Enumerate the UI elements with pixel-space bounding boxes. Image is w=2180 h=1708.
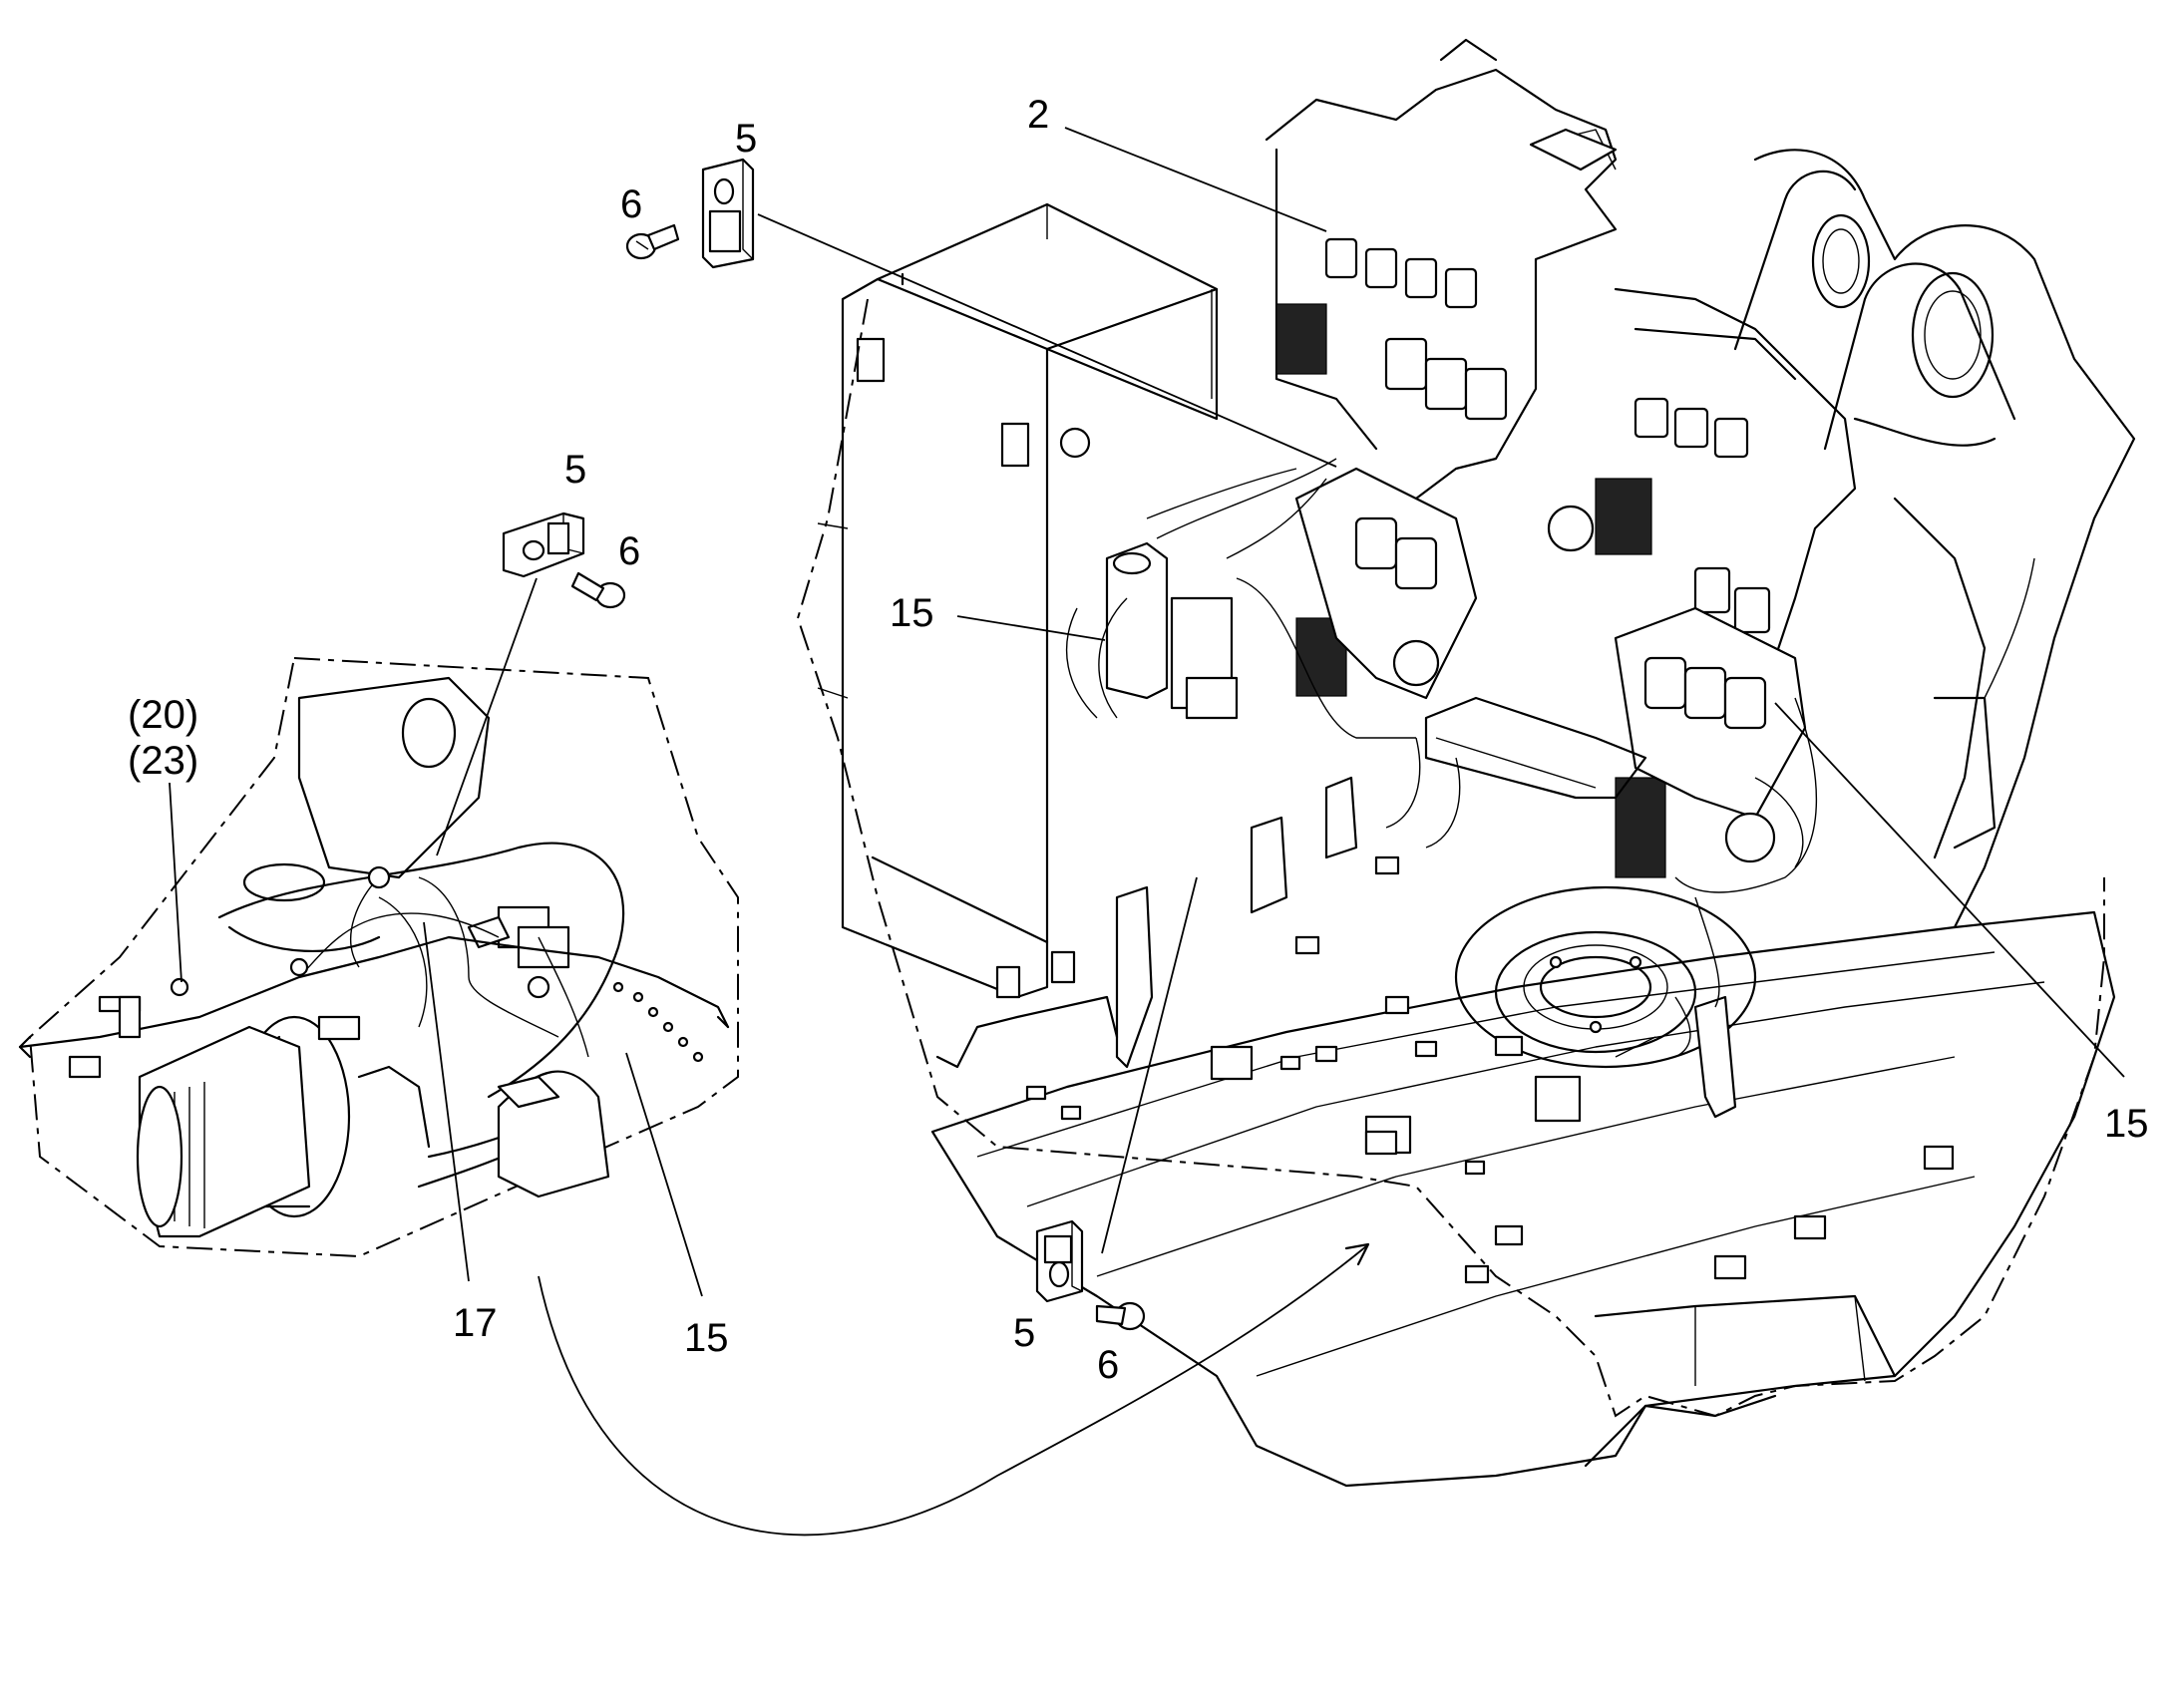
floor-blocks: [1025, 855, 1955, 1284]
callout-5-mid: 5: [564, 448, 586, 492]
leader-5-top: [757, 213, 1337, 468]
part-5-clip-mid: [502, 512, 585, 578]
part-6-screw-mid: [570, 571, 626, 609]
detail-assembly: [18, 676, 730, 1238]
machine-frame: [930, 149, 2136, 1488]
leader-15-detail: [625, 1052, 703, 1297]
detail-boundary-left: [28, 656, 739, 1258]
part-6-screw-bottom: [1095, 1301, 1146, 1331]
leader-17: [423, 921, 470, 1282]
transfer-arrow: [538, 1245, 1367, 1537]
leader-20-23: [169, 782, 182, 983]
callout-5-bottom: 5: [1013, 1311, 1035, 1355]
callout-15-left: 15: [890, 591, 934, 635]
part-5-clip-bottom: [1035, 1219, 1084, 1303]
callout-20: (20): [128, 693, 198, 737]
part-6-screw-top: [625, 223, 680, 260]
leader-5-bottom: [1101, 876, 1198, 1254]
leader-5-mid: [436, 577, 538, 856]
wiring-assembly: [1065, 458, 1818, 1058]
leader-15-left: [956, 615, 1106, 641]
callout-15-right: 15: [2104, 1102, 2149, 1146]
leader-2: [1064, 127, 1327, 232]
callout-15-detail: 15: [684, 1316, 729, 1360]
leader-15-right: [1774, 702, 2125, 1078]
callout-17: 17: [453, 1301, 498, 1345]
callout-23: (23): [128, 739, 198, 783]
part-5-clip-top: [701, 158, 755, 269]
callout-5-top: 5: [735, 117, 757, 161]
hydraulic-blocks: [1294, 467, 1807, 863]
callout-2: 2: [1027, 93, 1049, 137]
callout-6-mid: 6: [618, 529, 640, 573]
transfer-arrow-head: [1344, 1242, 1370, 1266]
electrical-cabinet: [817, 202, 1219, 1069]
callout-6-bottom: 6: [1097, 1343, 1119, 1387]
detail-boundary-main: [796, 298, 2105, 1418]
callout-6-top: 6: [620, 182, 642, 226]
control-valve-frame: [1265, 38, 1857, 878]
